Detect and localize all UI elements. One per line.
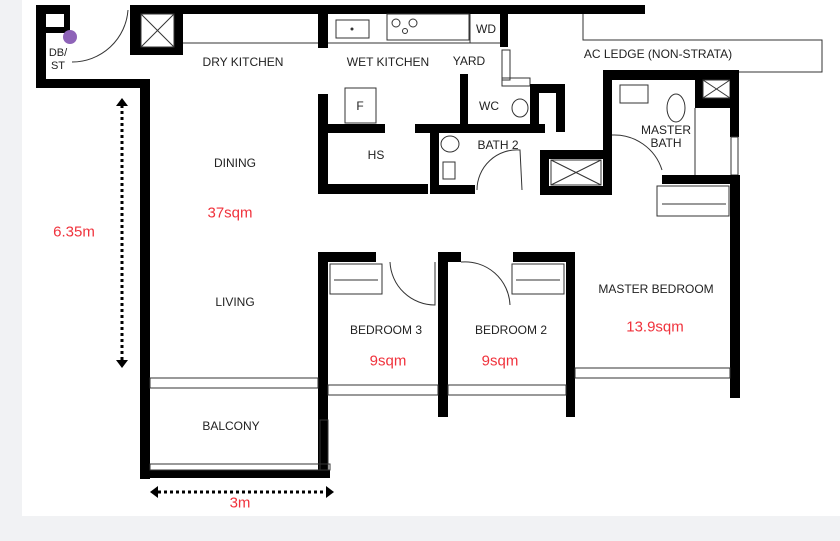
label-bedroom2: BEDROOM 2 [474,323,548,337]
label-yard: YARD [452,54,486,68]
label-db-st: DB/ ST [48,47,68,72]
entrance-door [71,9,129,63]
label-wd: WD [476,22,496,36]
depth-dimension-arrow [116,98,128,368]
width-dimension-arrow [150,486,334,498]
label-balcony: BALCONY [202,419,260,433]
area-master-bedroom: 13.9sqm [626,318,684,336]
label-hs: HS [367,148,385,162]
label-wc: WC [479,99,499,113]
floor-plan: DB/ ST DRY KITCHEN WET KITCHEN WD YARD A… [22,0,840,516]
label-wet-kitchen: WET KITCHEN [346,55,430,69]
location-marker [63,30,77,44]
dimension-depth: 6.35m [53,223,95,241]
label-dry-kitchen: DRY KITCHEN [202,55,284,69]
label-bedroom3: BEDROOM 3 [349,323,423,337]
area-bedroom3: 9sqm [369,352,407,370]
label-living: LIVING [215,295,255,309]
area-bedroom2: 9sqm [481,352,519,370]
area-dining-living: 37sqm [207,204,253,222]
label-fridge: F [356,99,364,113]
label-bath2: BATH 2 [477,138,519,152]
label-dining: DINING [214,156,256,170]
dimension-width: 3m [229,494,251,512]
walls [36,5,823,479]
label-master-bedroom: MASTER BEDROOM [598,282,714,296]
label-ac-ledge: AC LEDGE (NON-STRATA) [583,47,733,61]
label-master-bath: MASTER BATH [640,123,691,150]
floor-plan-drawing [36,5,823,498]
